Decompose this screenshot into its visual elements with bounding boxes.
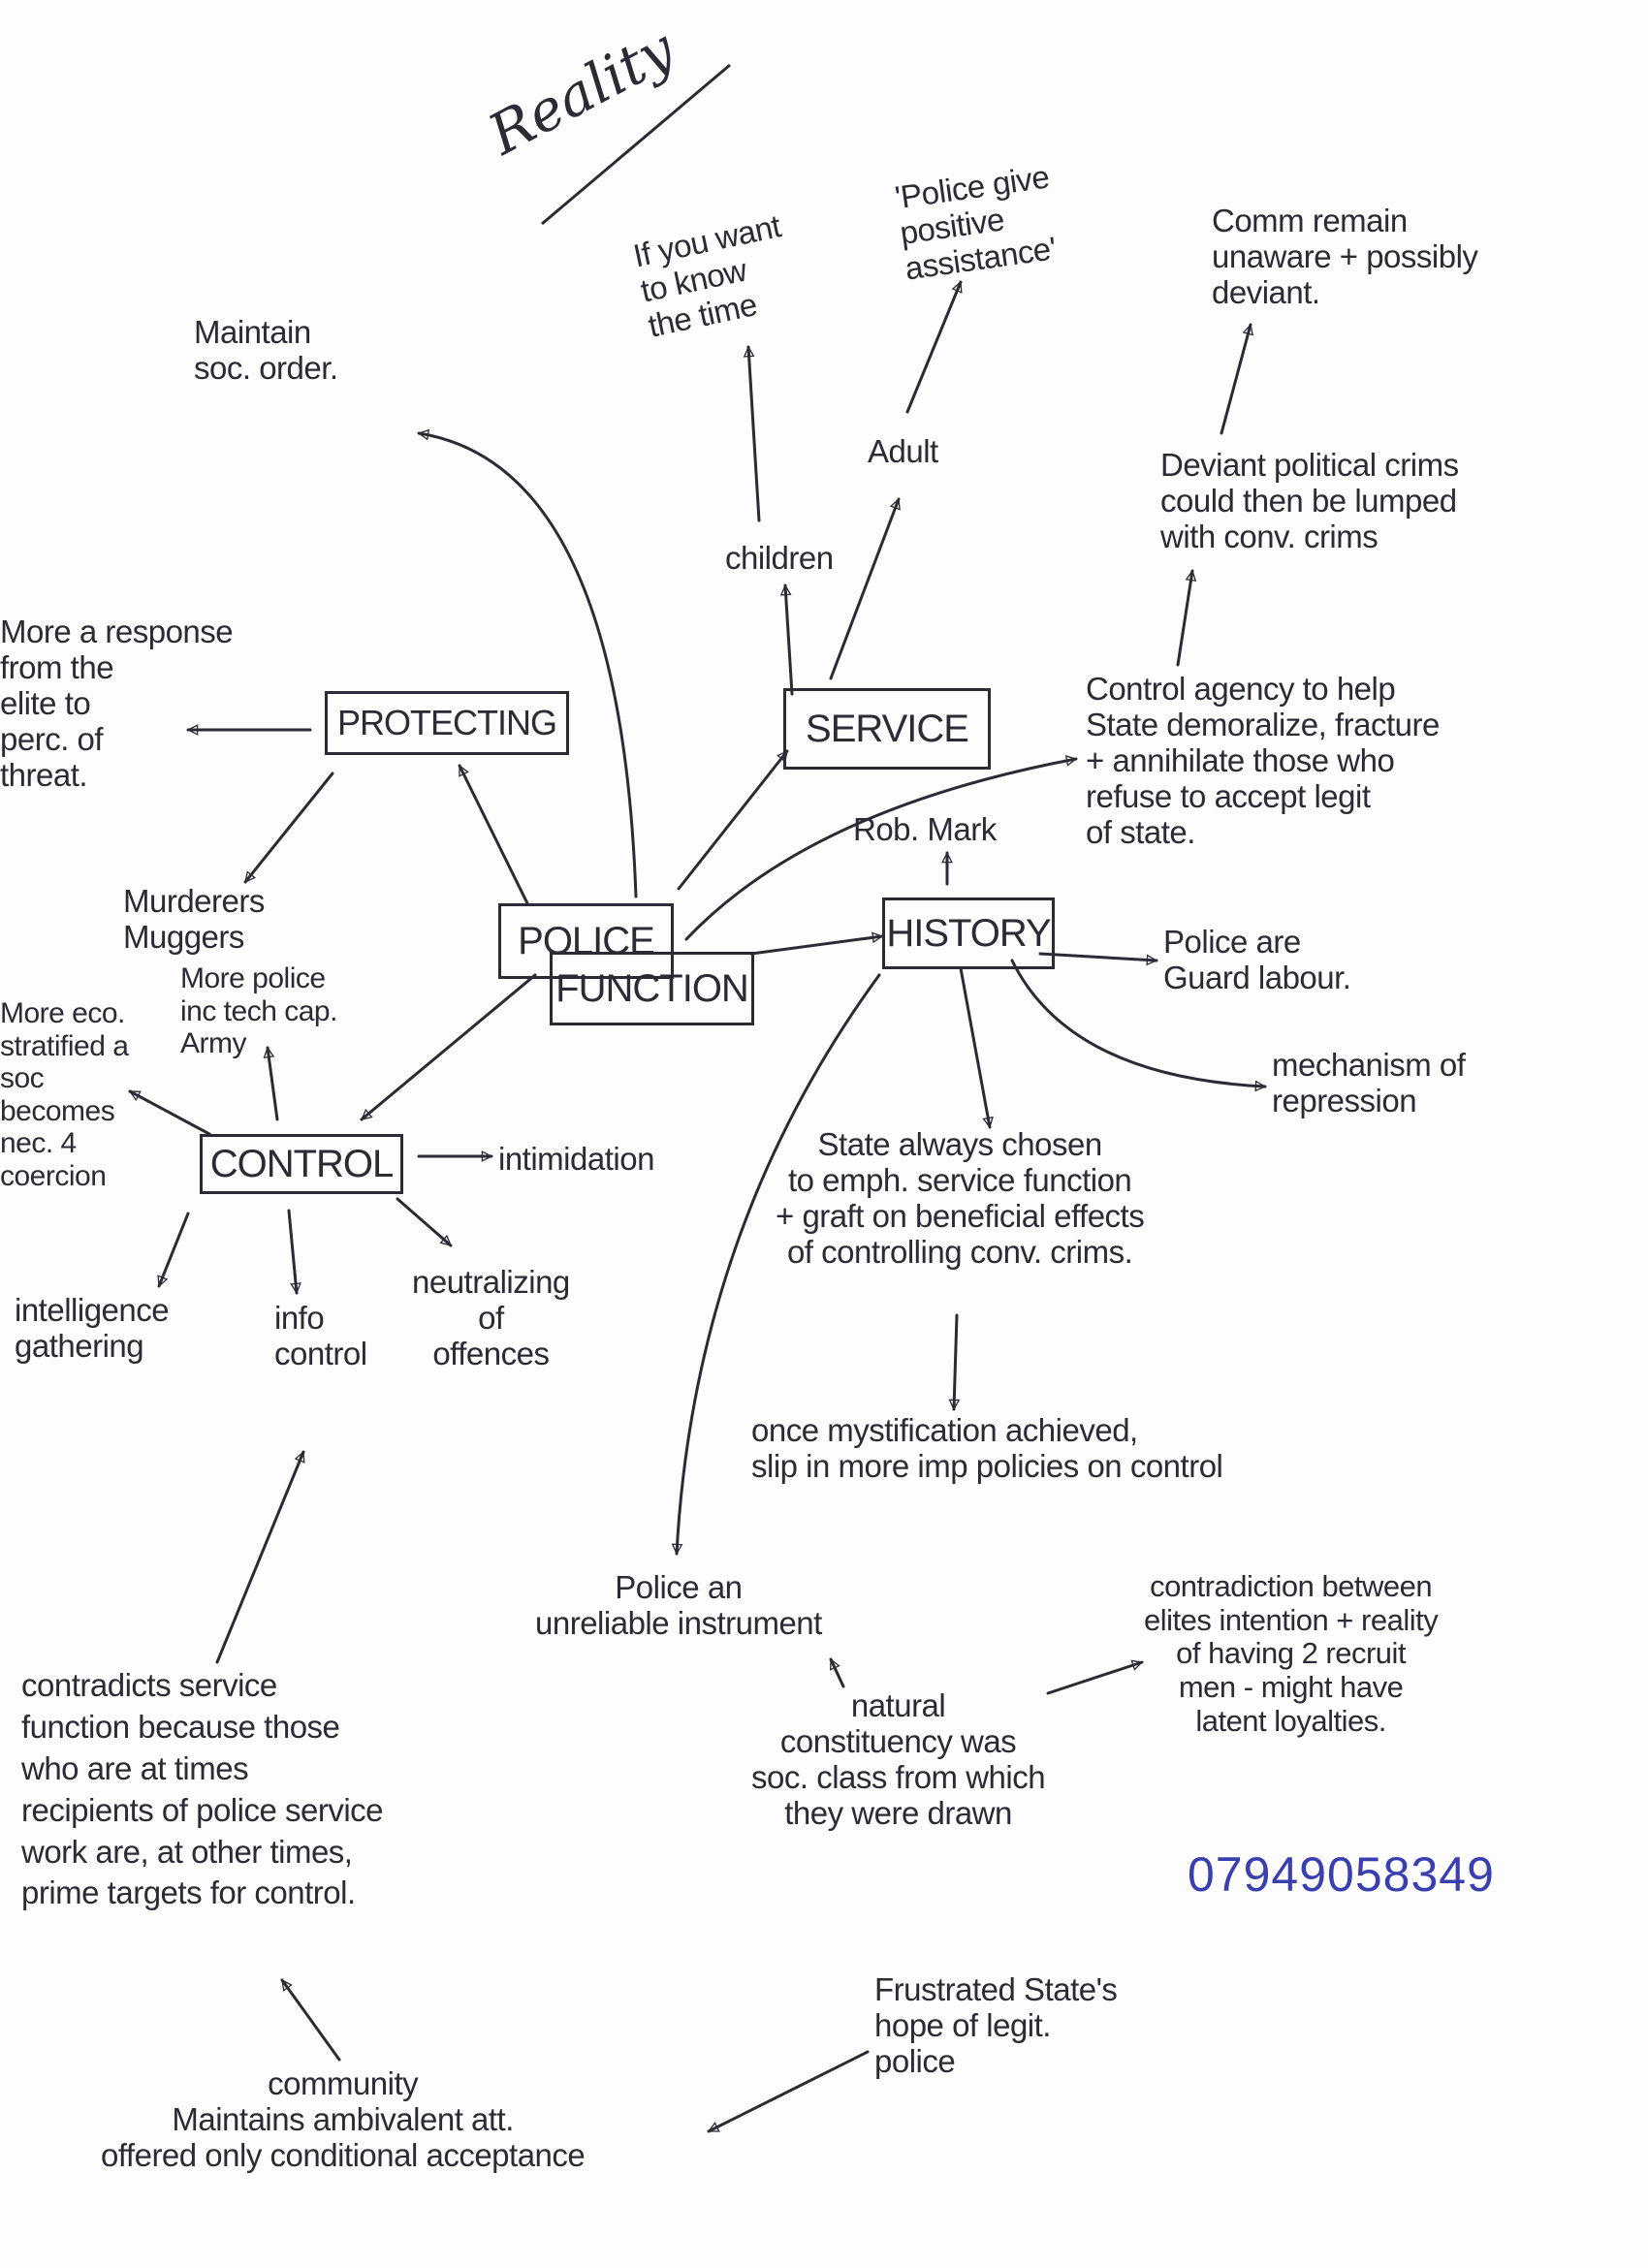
arrow-to-service xyxy=(677,749,789,891)
note-intelligence: intelligence gathering xyxy=(15,1292,170,1364)
arrow-to-unreliable xyxy=(677,973,881,1556)
note-adult: Adult xyxy=(868,433,938,469)
arrow-to-community xyxy=(707,2050,870,2133)
note-community: community Maintains ambivalent att. offe… xyxy=(101,2065,586,2173)
note-state-chosen: State always chosen to emph. service fun… xyxy=(776,1126,1145,1270)
note-intimidation: intimidation xyxy=(498,1141,654,1177)
title-underline xyxy=(541,63,731,226)
arrow-to-army xyxy=(268,1046,279,1121)
note-neutralizing: neutralizing of offences xyxy=(412,1264,570,1371)
arrow-to-deviant xyxy=(1176,569,1192,667)
note-children: children xyxy=(725,540,834,576)
note-eco: More eco. stratified a soc becomes nec. … xyxy=(0,997,129,1192)
arrow-to-maintain xyxy=(417,433,638,898)
phone-number: 07949058349 xyxy=(1188,1847,1495,1902)
note-guard-labour: Police are Guard labour. xyxy=(1163,924,1351,995)
arrow-contradicts-up xyxy=(215,1450,303,1664)
note-comm: Comm remain unaware + possibly deviant. xyxy=(1212,203,1478,310)
arrow-to-protecting xyxy=(458,764,529,905)
arrow-to-eco xyxy=(128,1089,211,1136)
arrow-to-intelligence xyxy=(159,1212,190,1288)
note-control-agency: Control agency to help State demoralize,… xyxy=(1086,671,1440,850)
arrow-to-state-chosen xyxy=(959,966,990,1129)
arrow-to-murderers xyxy=(243,772,334,884)
branch-control: CONTROL xyxy=(200,1134,403,1194)
note-response: More a response from the elite to perc. … xyxy=(0,614,234,793)
arrow-to-guard xyxy=(1038,952,1158,961)
arrow-to-comm xyxy=(1220,323,1251,435)
arrow-to-neutralizing xyxy=(396,1197,453,1247)
arrow-to-mystification xyxy=(954,1313,957,1411)
note-mechanism: mechanism of repression xyxy=(1272,1047,1466,1118)
arrow-to-history xyxy=(749,936,884,956)
note-contradiction: contradiction between elites intention +… xyxy=(1144,1569,1439,1738)
note-mystification: once mystification achieved, slip in mor… xyxy=(751,1412,1223,1484)
arrow-to-time xyxy=(748,345,761,522)
arrow-to-adult xyxy=(829,497,899,680)
note-maintain: Maintain soc. order. xyxy=(194,314,338,386)
arrow-to-info xyxy=(287,1209,297,1295)
central-node-police: POLICE xyxy=(498,903,674,979)
arrow-to-contradiction xyxy=(1046,1662,1144,1695)
arrow-to-control xyxy=(360,973,537,1121)
arrow-to-mechanism xyxy=(1010,959,1267,1087)
central-node-function: FUNCTION xyxy=(550,952,754,1025)
arrow-to-children xyxy=(785,583,794,696)
note-unreliable: Police an unreliable instrument xyxy=(535,1569,822,1641)
note-murderers: Murderers Muggers xyxy=(123,883,265,955)
arrow-to-contradicts xyxy=(280,1978,341,2062)
arrow-to-agency xyxy=(684,759,1078,941)
note-contradicts: contradicts service function because tho… xyxy=(21,1667,384,1911)
arrow-natural-to-unreliable xyxy=(829,1657,845,1688)
note-info-control: info control xyxy=(274,1300,367,1371)
note-army: More police inc tech cap. Army xyxy=(180,962,337,1060)
branch-service: SERVICE xyxy=(783,688,991,770)
arrow-to-assistance xyxy=(905,280,961,414)
note-deviant: Deviant political crims could then be lu… xyxy=(1160,447,1459,554)
note-rob-mark: Rob. Mark xyxy=(853,811,997,847)
note-natural-constituency: natural constituency was soc. class from… xyxy=(751,1687,1046,1831)
branch-protecting: PROTECTING xyxy=(325,691,569,755)
note-frustrated: Frustrated State's hope of legit. police xyxy=(874,1971,1118,2079)
note-assistance: 'Police give positive assistance' xyxy=(892,158,1059,287)
branch-history: HISTORY xyxy=(882,898,1055,969)
